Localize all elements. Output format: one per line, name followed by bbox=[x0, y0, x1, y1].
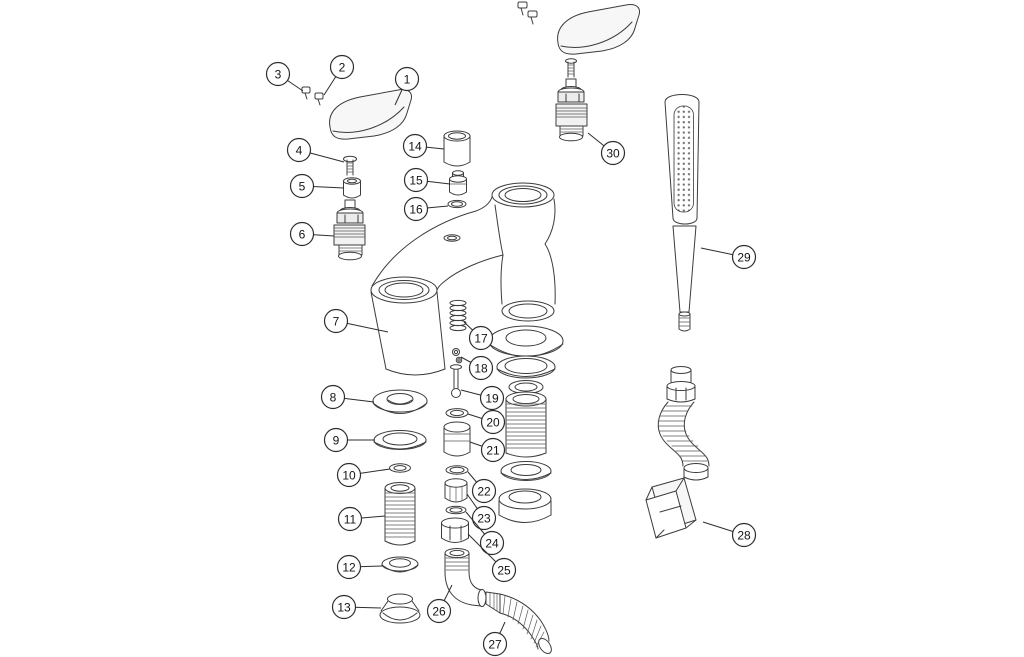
part-26-elbow bbox=[444, 548, 487, 607]
callout-24 bbox=[479, 530, 505, 556]
callout-label-1: 1 bbox=[404, 72, 411, 86]
callout-label-20: 20 bbox=[486, 415, 500, 429]
callout-label-21: 21 bbox=[486, 443, 500, 457]
part-30-cartridge bbox=[555, 58, 588, 142]
callout-label-4: 4 bbox=[296, 143, 303, 157]
shower-hose bbox=[657, 366, 710, 481]
part-24-washer bbox=[445, 505, 467, 515]
callout-label-17: 17 bbox=[474, 331, 488, 345]
callout-label-6: 6 bbox=[299, 227, 306, 241]
callout-13 bbox=[331, 594, 357, 620]
part-3-screw bbox=[301, 86, 311, 100]
part-13-flange-nut bbox=[379, 593, 421, 624]
part-5-adapter bbox=[343, 177, 361, 199]
callout-16 bbox=[403, 196, 429, 222]
callout-label-18: 18 bbox=[474, 361, 488, 375]
callout-label-10: 10 bbox=[342, 468, 356, 482]
callout-21 bbox=[480, 437, 506, 463]
part-6-cartridge bbox=[333, 199, 366, 261]
callout-label-3: 3 bbox=[275, 67, 282, 81]
callout-29 bbox=[731, 244, 757, 270]
part-20-washer bbox=[445, 408, 469, 418]
callout-1 bbox=[394, 66, 420, 92]
part-10-oring bbox=[389, 463, 411, 473]
callout-label-26: 26 bbox=[432, 604, 446, 618]
part-28-wall-bracket bbox=[645, 477, 697, 539]
part-12-locknut bbox=[381, 556, 419, 573]
callout-26 bbox=[426, 598, 452, 624]
callout-label-12: 12 bbox=[342, 560, 356, 574]
callout-6 bbox=[289, 221, 315, 247]
callout-label-16: 16 bbox=[409, 202, 423, 216]
part-22-washer bbox=[445, 465, 469, 475]
part-19-diverter-rod bbox=[450, 364, 462, 398]
callout-label-8: 8 bbox=[330, 390, 337, 404]
callout-label-23: 23 bbox=[477, 511, 491, 525]
part-9-gasket bbox=[373, 430, 427, 450]
part-29-handset bbox=[664, 94, 700, 332]
part-8-flange bbox=[372, 389, 428, 414]
callout-label-30: 30 bbox=[606, 146, 620, 160]
callout-label-24: 24 bbox=[485, 536, 499, 550]
part-2-screw bbox=[314, 92, 324, 106]
callout-25 bbox=[491, 557, 517, 583]
callout-label-9: 9 bbox=[333, 433, 340, 447]
callout-9 bbox=[323, 427, 349, 453]
part-15-fitting bbox=[449, 170, 468, 196]
part-1-handle bbox=[329, 89, 412, 140]
part-27-hose-connector bbox=[485, 591, 552, 655]
callout-17 bbox=[468, 325, 494, 351]
callout-20 bbox=[480, 409, 506, 435]
callout-3 bbox=[265, 61, 291, 87]
part-18-orings bbox=[452, 348, 463, 364]
part-23-bush bbox=[444, 478, 468, 503]
callout-23 bbox=[471, 505, 497, 531]
part-16-oring bbox=[447, 199, 467, 209]
callout-19 bbox=[479, 385, 505, 411]
part-25-hex-nut bbox=[441, 517, 469, 543]
callout-layer: 1234567891011121314151617181920212223242… bbox=[265, 54, 757, 657]
callout-4 bbox=[286, 137, 312, 163]
part-14-sleeve bbox=[443, 130, 471, 167]
callout-label-7: 7 bbox=[333, 314, 340, 328]
handle-right bbox=[557, 4, 640, 55]
callout-5 bbox=[289, 173, 315, 199]
callout-22 bbox=[471, 478, 497, 504]
part-17-spring bbox=[449, 299, 467, 332]
callout-14 bbox=[402, 133, 428, 159]
callout-2 bbox=[329, 54, 355, 80]
callout-label-22: 22 bbox=[477, 484, 491, 498]
callout-label-29: 29 bbox=[737, 250, 751, 264]
callout-label-19: 19 bbox=[485, 391, 499, 405]
callout-10 bbox=[336, 462, 362, 488]
part-11-threaded-shank bbox=[384, 482, 416, 546]
part-21-diverter-cartridge bbox=[443, 421, 471, 457]
callout-label-2: 2 bbox=[339, 60, 346, 74]
callout-label-27: 27 bbox=[488, 637, 502, 651]
callout-8 bbox=[320, 384, 346, 410]
callout-12 bbox=[336, 554, 362, 580]
callout-label-5: 5 bbox=[299, 179, 306, 193]
callout-label-13: 13 bbox=[337, 600, 351, 614]
callout-label-14: 14 bbox=[408, 139, 422, 153]
callout-30 bbox=[600, 140, 626, 166]
handle-screws-top-icon bbox=[517, 1, 538, 25]
callout-28 bbox=[731, 522, 757, 548]
callout-7 bbox=[323, 308, 349, 334]
callout-label-11: 11 bbox=[344, 512, 357, 526]
right-mounting-stack bbox=[488, 325, 564, 523]
callout-18 bbox=[468, 355, 494, 381]
callout-11 bbox=[337, 506, 363, 532]
callout-label-15: 15 bbox=[409, 173, 423, 187]
part-4-screw bbox=[343, 155, 357, 176]
part-7-body bbox=[370, 182, 556, 376]
callout-15 bbox=[403, 167, 429, 193]
callout-label-25: 25 bbox=[497, 563, 511, 577]
callout-label-28: 28 bbox=[737, 528, 751, 542]
callout-27 bbox=[482, 631, 508, 657]
